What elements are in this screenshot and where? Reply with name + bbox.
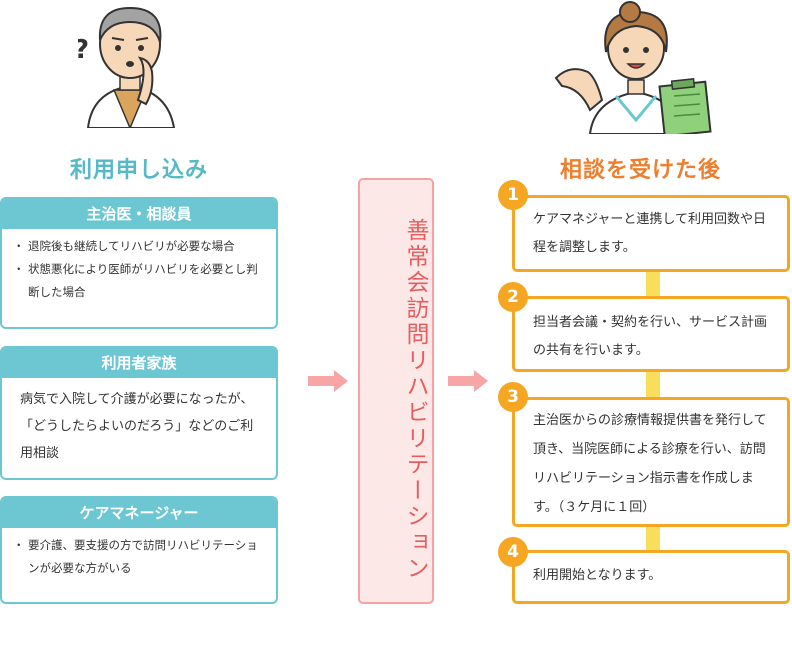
card-text: 病気で入院して介護が必要になったが、「どうしたらよいのだろう」などのご利用相談 xyxy=(20,392,254,461)
card-title: 利用者家族 xyxy=(2,348,276,378)
step-1-box: ケアマネジャーと連携して利用回数や日程を調整します。 xyxy=(512,195,790,272)
card-family: 利用者家族 病気で入院して介護が必要になったが、「どうしたらよいのだろう」などの… xyxy=(0,346,278,480)
step-2-box: 担当者会議・契約を行い、サービス計画の共有を行います。 xyxy=(512,296,790,372)
bullet-item: 状態悪化により医師がリハビリを必要とし判断した場合 xyxy=(13,258,264,304)
card-body: 要介護、要支援の方で訪問リハビリテーションが必要な方がいる xyxy=(2,528,276,588)
bullet-item: 要介護、要支援の方で訪問リハビリテーションが必要な方がいる xyxy=(13,534,264,580)
card-doctor-counselor: 主治医・相談員 退院後も継続してリハビリが必要な場合 状態悪化により医師がリハビ… xyxy=(0,197,278,329)
card-body: 退院後も継続してリハビリが必要な場合 状態悪化により医師がリハビリを必要とし判断… xyxy=(2,229,276,312)
service-name-box: 善常会訪問リハビリテーション xyxy=(358,178,434,604)
step-connector xyxy=(646,370,660,400)
after-consultation-heading: 相談を受けた後 xyxy=(560,158,722,183)
card-title: 主治医・相談員 xyxy=(2,199,276,229)
step-connector xyxy=(646,524,660,554)
step-4-box: 利用開始となります。 xyxy=(512,550,790,604)
arrow-right-icon xyxy=(448,370,488,392)
step-3-box: 主治医からの診療情報提供書を発行して頂き、当院医師による診療を行い、訪問リハビリ… xyxy=(512,397,790,527)
bullet-item: 退院後も継続してリハビリが必要な場合 xyxy=(13,235,264,258)
step-connector xyxy=(646,270,660,300)
step-number-badge: 4 xyxy=(498,537,528,567)
nurse-illustration xyxy=(554,1,712,134)
application-heading: 利用申し込み xyxy=(70,158,209,183)
card-care-manager: ケアマネージャー 要介護、要支援の方で訪問リハビリテーションが必要な方がいる xyxy=(0,496,278,604)
step-number-badge: 1 xyxy=(498,180,528,210)
step-number-badge: 2 xyxy=(498,282,528,312)
confused-man-illustration: ? xyxy=(78,6,176,128)
arrow-right-icon xyxy=(308,370,348,392)
service-name-label: 善常会訪問リハビリテーション xyxy=(402,218,428,582)
question-mark-icon: ? xyxy=(78,35,89,65)
step-number-badge: 3 xyxy=(498,382,528,412)
card-title: ケアマネージャー xyxy=(2,498,276,528)
